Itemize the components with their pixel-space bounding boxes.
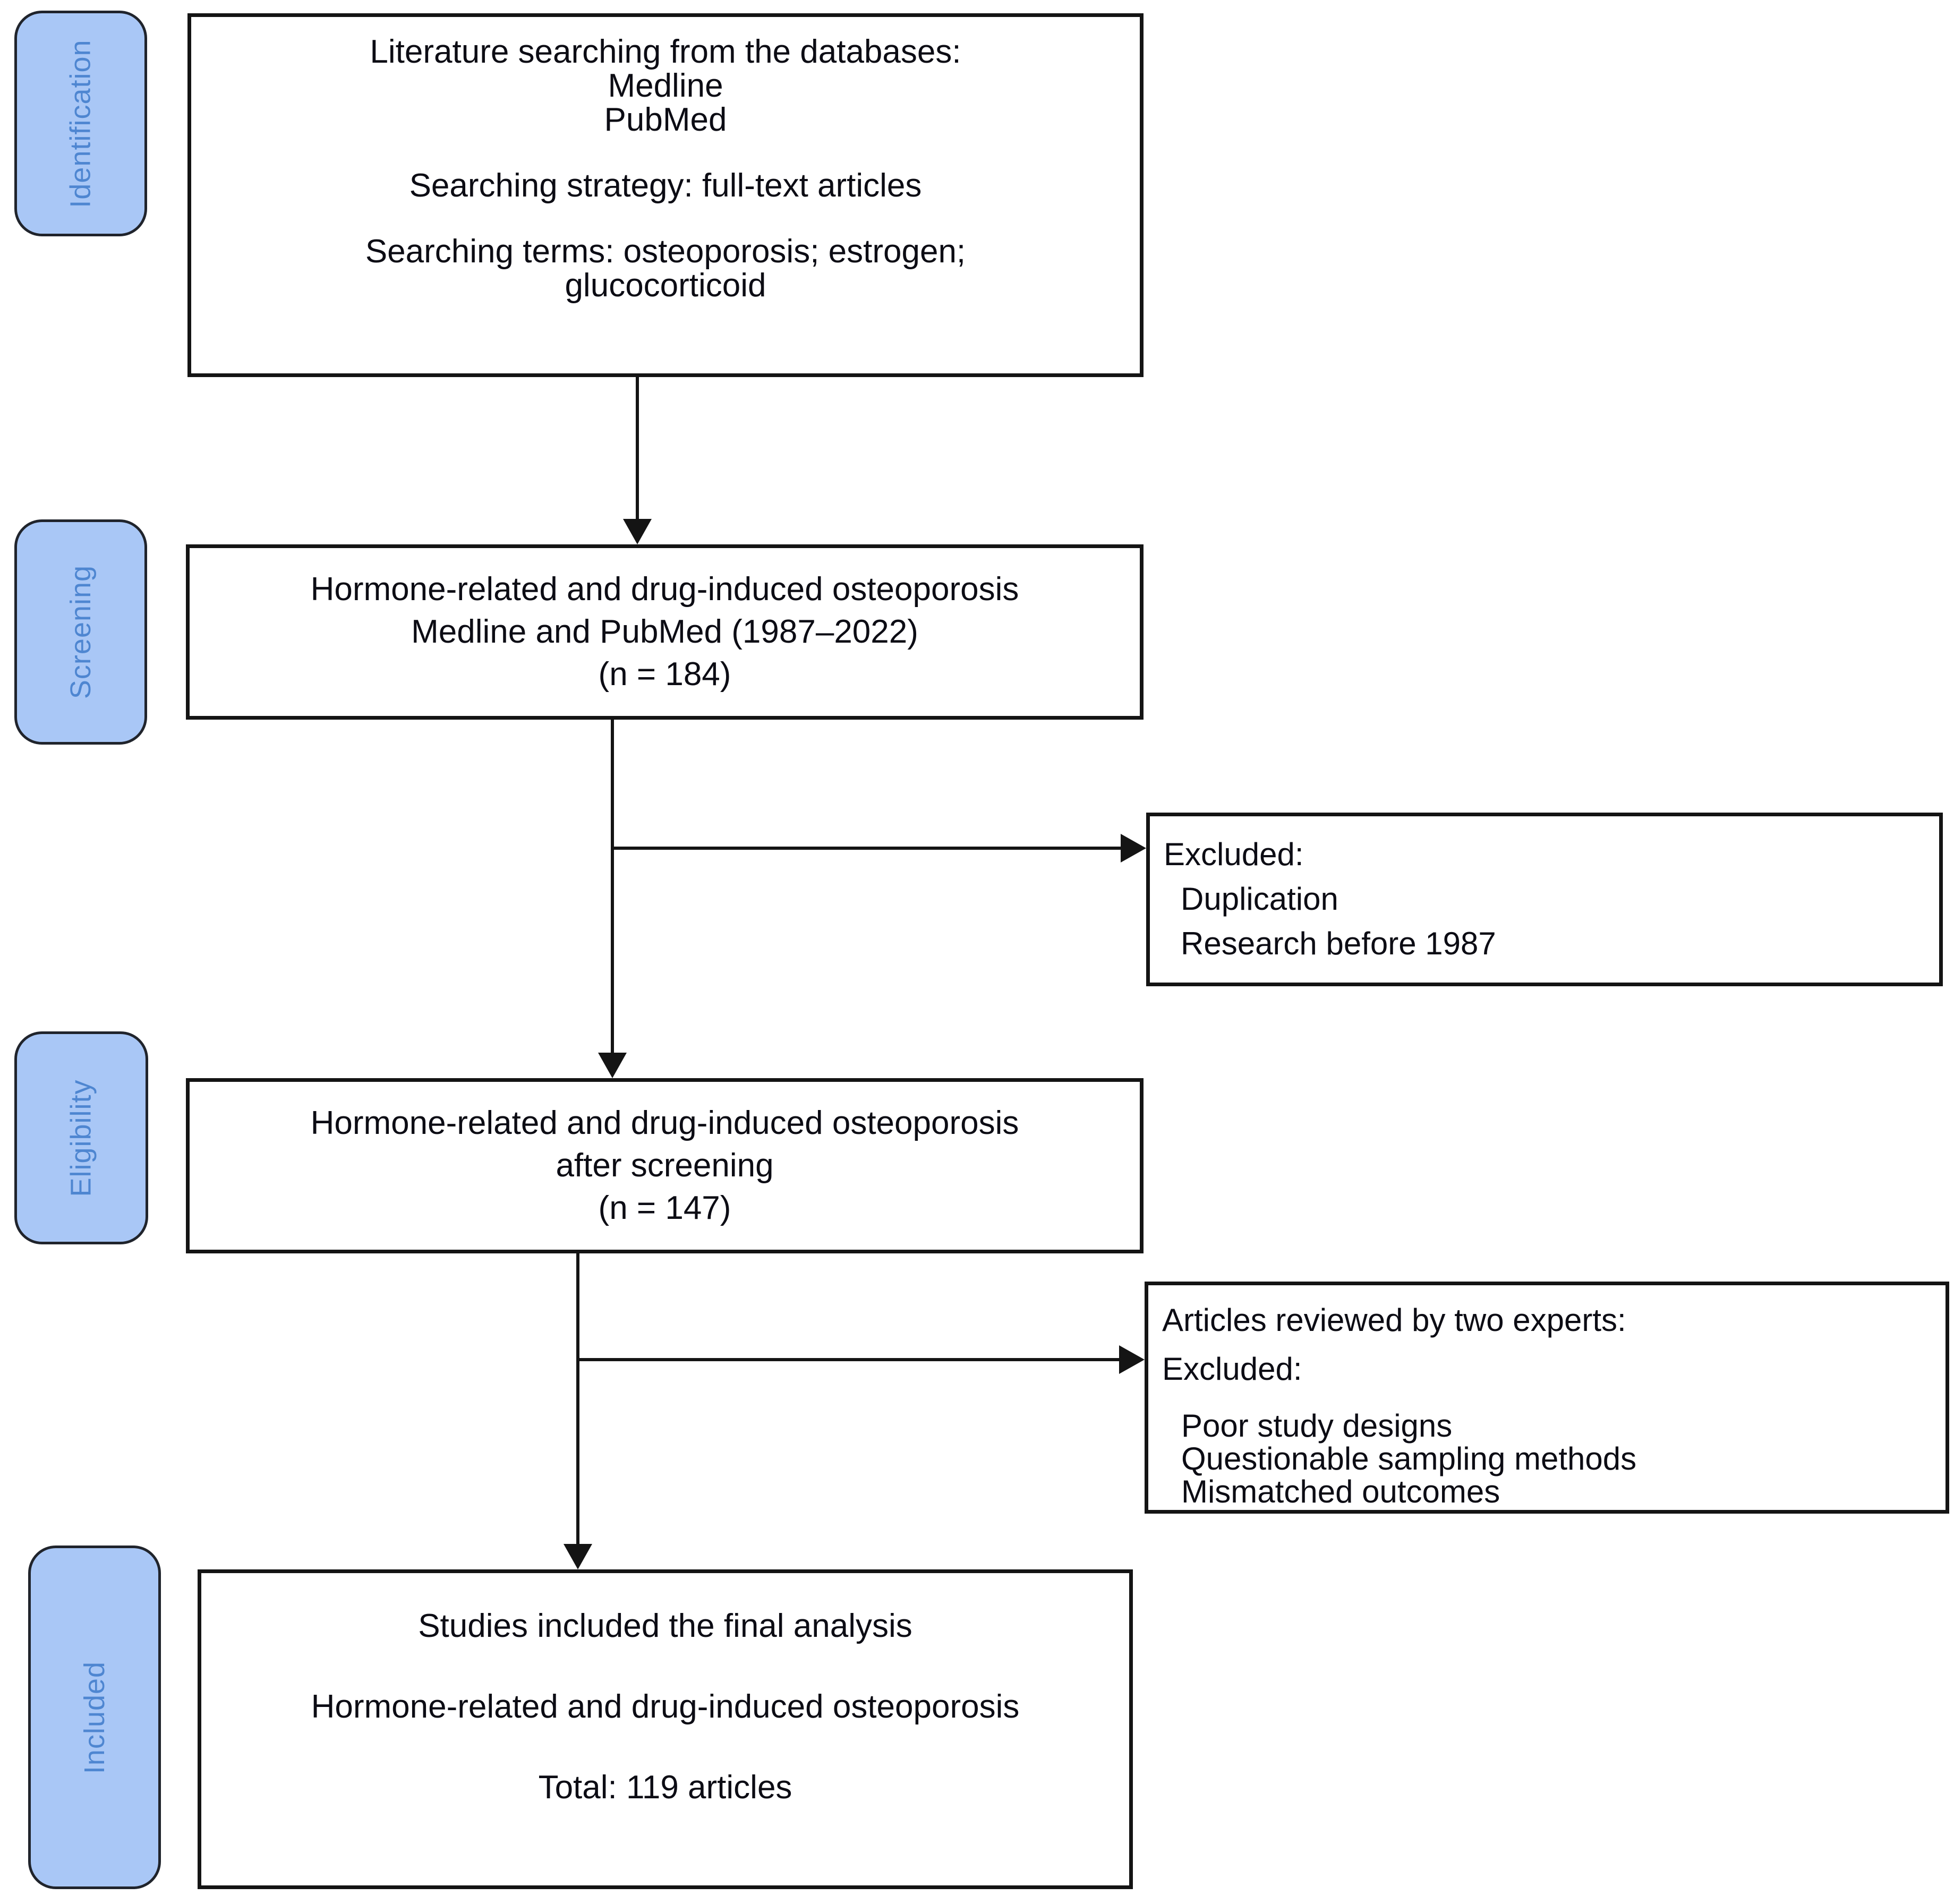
- excluded2-item-2: Questionable sampling methods: [1181, 1441, 1637, 1476]
- arrow-screening-to-eligibility-line: [611, 720, 614, 1054]
- eligibility-line-2: after screening: [556, 1147, 774, 1184]
- eligibility-count: (n = 147): [598, 1190, 731, 1226]
- arrow-screening-to-eligibility-head-icon: [598, 1053, 627, 1078]
- stage-label-screening: Screening: [65, 565, 97, 699]
- stage-pill-eligibility: Eligibility: [14, 1031, 148, 1244]
- literature-search-box: Literature searching from the databases:…: [187, 13, 1144, 377]
- screening-line-1: Hormone-related and drug-induced osteopo…: [310, 571, 1019, 608]
- search-line-4: Searching strategy: full-text articles: [409, 167, 922, 204]
- included-total: Total: 119 articles: [538, 1769, 792, 1806]
- excluded-screening-box: Excluded: Duplication Research before 19…: [1146, 813, 1943, 986]
- excluded1-item-1: Duplication: [1181, 881, 1338, 917]
- included-result-box: Studies included the final analysis Horm…: [198, 1569, 1133, 1889]
- search-line-6: glucocorticoid: [565, 267, 766, 304]
- excluded1-title: Excluded:: [1164, 836, 1304, 872]
- eligibility-line-1: Hormone-related and drug-induced osteopo…: [310, 1105, 1019, 1141]
- arrow-eligibility-to-included-head-icon: [564, 1544, 592, 1569]
- eligibility-result-box: Hormone-related and drug-induced osteopo…: [186, 1078, 1144, 1253]
- screening-result-box: Hormone-related and drug-induced osteopo…: [186, 544, 1144, 720]
- excluded1-item-2: Research before 1987: [1181, 926, 1496, 961]
- stage-pill-screening: Screening: [14, 519, 147, 745]
- screening-line-2: Medline and PubMed (1987–2022): [411, 613, 918, 650]
- excluded2-item-3: Mismatched outcomes: [1181, 1474, 1500, 1509]
- arrow-eligibility-to-included-line: [576, 1253, 579, 1545]
- included-line-2: Hormone-related and drug-induced osteopo…: [311, 1688, 1020, 1725]
- arrow-to-excluded-eligibility-line: [576, 1358, 1119, 1361]
- search-line-1: Literature searching from the databases:: [370, 33, 961, 70]
- arrow-search-to-screening-head-icon: [623, 519, 652, 544]
- stage-label-identification: Identification: [65, 39, 97, 208]
- excluded2-item-1: Poor study designs: [1181, 1408, 1453, 1444]
- excluded2-items: Poor study designs Questionable sampling…: [1162, 1410, 1935, 1508]
- stage-pill-identification: Identification: [14, 11, 147, 236]
- stage-label-eligibility: Eligibility: [65, 1079, 97, 1197]
- search-line-5: Searching terms: osteoporosis; estrogen;: [365, 233, 966, 270]
- search-line-2: Medline: [608, 67, 723, 104]
- search-line-3: PubMed: [604, 101, 727, 138]
- excluded2-intro: Articles reviewed by two experts:: [1162, 1302, 1626, 1338]
- arrow-to-excluded-eligibility-head-icon: [1119, 1345, 1145, 1374]
- arrow-search-to-screening-line: [636, 377, 639, 520]
- arrow-to-excluded-screening-line: [611, 847, 1121, 850]
- excluded2-title: Excluded:: [1162, 1351, 1302, 1387]
- arrow-to-excluded-screening-head-icon: [1121, 834, 1146, 863]
- screening-count: (n = 184): [598, 656, 731, 693]
- included-line-1: Studies included the final analysis: [418, 1608, 912, 1644]
- stage-label-included: Included: [78, 1661, 110, 1774]
- stage-pill-included: Included: [28, 1546, 161, 1889]
- excluded-eligibility-box: Articles reviewed by two experts: Exclud…: [1145, 1282, 1949, 1514]
